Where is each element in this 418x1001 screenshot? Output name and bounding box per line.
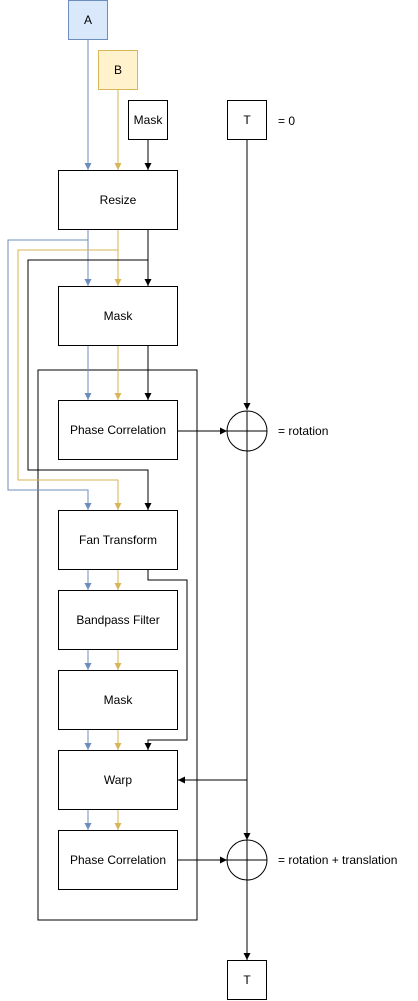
- step-mask-2: Mask: [58, 670, 178, 730]
- step-bandpass-filter: Bandpass Filter: [58, 590, 178, 650]
- step-phase-correlation-1: Phase Correlation: [58, 400, 178, 460]
- output-t: T: [227, 960, 267, 1000]
- step-phase-correlation-2: Phase Correlation: [58, 830, 178, 890]
- edge-mask-bypass-to-fan: [27, 259, 152, 510]
- input-b: B: [98, 50, 138, 90]
- step-fan-transform: Fan Transform: [58, 510, 178, 570]
- step-warp: Warp: [58, 750, 178, 810]
- edge-fan-bypass-to-warp: [144, 570, 188, 750]
- sum-junction-rotation-translation: [226, 839, 268, 881]
- sum-junction-rotation: [226, 410, 268, 452]
- rotation-translation-label: = rotation + translation: [278, 853, 398, 867]
- edge-b-bypass-to-fan: [17, 249, 122, 510]
- t-initial-label: = 0: [278, 114, 296, 128]
- step-resize: Resize: [58, 170, 178, 230]
- input-mask: Mask: [128, 100, 168, 140]
- step-mask: Mask: [58, 286, 178, 346]
- edge-sum1-to-warp: [178, 451, 248, 784]
- input-t: T: [227, 100, 267, 140]
- input-a: A: [68, 0, 108, 40]
- rotation-label: = rotation: [278, 424, 329, 438]
- edge-a-bypass-to-fan: [7, 239, 92, 510]
